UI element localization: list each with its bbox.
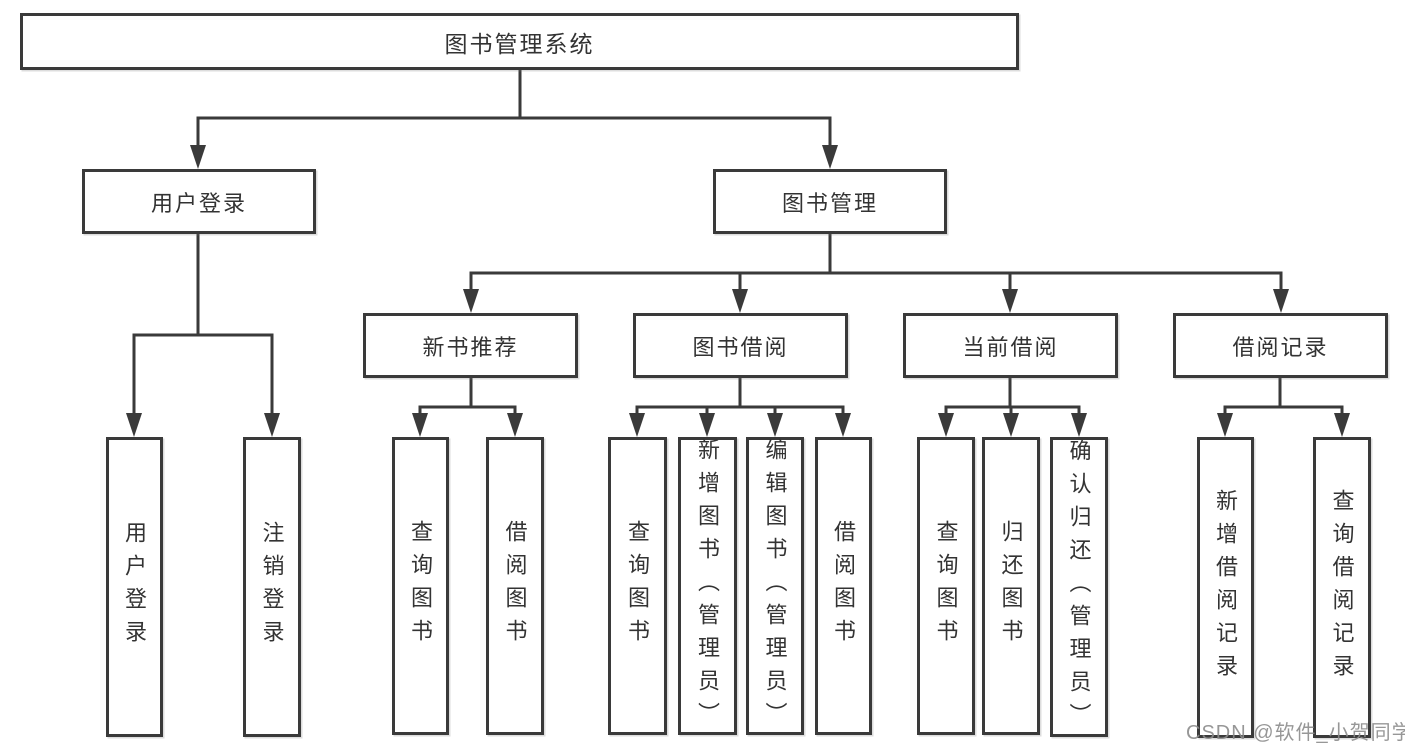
leaf-label: 查询图书: [933, 520, 959, 652]
node-book-management: 图书管理: [713, 169, 947, 234]
node-label: 借阅记录: [1232, 334, 1329, 360]
leaf-label: 注销登录: [259, 521, 285, 653]
node-library-management-system: 图书管理系统: [20, 13, 1019, 70]
leaf-add-borrow-record: 新增借阅记录: [1197, 437, 1254, 738]
leaf-user-login: 用户登录: [106, 437, 163, 737]
leaf-borrow-books: 借阅图书: [815, 437, 872, 735]
leaf-label: 新增图书（管理员）: [695, 437, 721, 735]
node-book-borrowing: 图书借阅: [633, 313, 848, 378]
leaf-label: 确认归还（管理员）: [1066, 438, 1092, 736]
csdn-watermark: CSDN @软件_小贺同学: [1186, 722, 1405, 744]
node-label: 图书管理: [781, 190, 878, 216]
node-current-borrowing: 当前借阅: [903, 313, 1118, 378]
leaf-confirm-return-admin: 确认归还（管理员）: [1050, 437, 1108, 737]
leaf-label: 查询借阅记录: [1329, 488, 1355, 687]
leaf-label: 编辑图书（管理员）: [762, 437, 788, 735]
leaf-query-books-current: 查询图书: [917, 437, 975, 735]
node-label: 图书借阅: [692, 334, 789, 360]
leaf-label: 查询图书: [408, 520, 434, 652]
leaf-label: 借阅图书: [831, 520, 857, 652]
leaf-add-book-admin: 新增图书（管理员）: [678, 437, 737, 735]
leaf-borrow-books-recommend: 借阅图书: [486, 437, 544, 735]
leaf-return-books: 归还图书: [982, 437, 1040, 735]
leaf-label: 借阅图书: [502, 520, 528, 652]
leaf-label: 用户登录: [122, 521, 148, 653]
leaf-logout: 注销登录: [243, 437, 301, 737]
leaf-query-books-borrowing: 查询图书: [608, 437, 667, 735]
node-new-book-recommend: 新书推荐: [363, 313, 578, 378]
node-label: 当前借阅: [962, 334, 1059, 360]
node-label: 用户登录: [150, 190, 247, 216]
leaf-label: 新增借阅记录: [1213, 488, 1239, 687]
node-label: 新书推荐: [422, 334, 519, 360]
node-borrowing-records: 借阅记录: [1173, 313, 1388, 378]
leaf-label: 归还图书: [998, 520, 1024, 652]
node-label: 图书管理系统: [444, 30, 595, 57]
leaf-label: 查询图书: [625, 520, 651, 652]
leaf-query-borrow-record: 查询借阅记录: [1313, 437, 1371, 738]
leaf-query-books-recommend: 查询图书: [392, 437, 449, 735]
leaf-edit-book-admin: 编辑图书（管理员）: [746, 437, 804, 735]
node-user-login: 用户登录: [82, 169, 316, 234]
